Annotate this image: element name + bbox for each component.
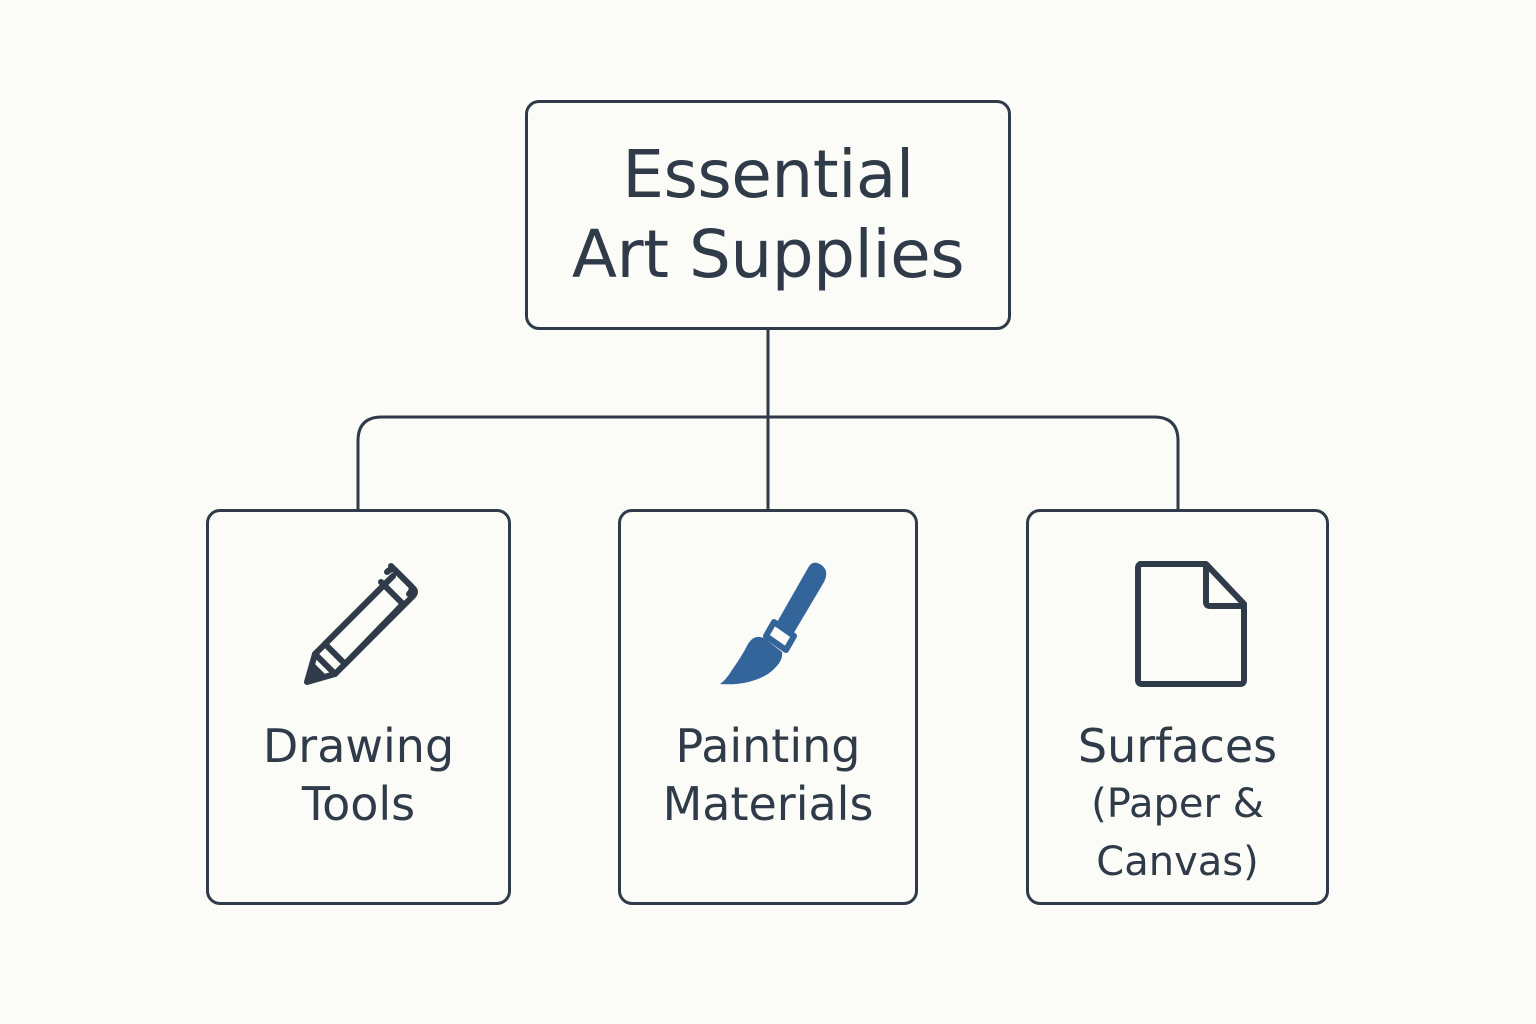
label-painting-materials: Painting Materials xyxy=(621,717,915,833)
label-line: (Paper & xyxy=(1091,781,1264,827)
label-line: Painting xyxy=(675,719,861,773)
node-surfaces-paper-canvas: Surfaces (Paper & Canvas) xyxy=(1026,509,1329,905)
document-icon xyxy=(1108,552,1248,692)
label-line: Materials xyxy=(662,777,874,831)
label-line: Drawing xyxy=(262,719,455,773)
label-line: Canvas) xyxy=(1096,839,1259,885)
label-line: Surfaces xyxy=(1077,719,1278,773)
root-node-essential-art-supplies: Essential Art Supplies xyxy=(525,100,1011,330)
label-surfaces: Surfaces (Paper & Canvas) xyxy=(1029,717,1326,891)
label-drawing-tools: Drawing Tools xyxy=(209,717,508,833)
node-drawing-tools: Drawing Tools xyxy=(206,509,511,905)
root-title-line-2: Art Supplies xyxy=(571,216,965,293)
node-painting-materials: Painting Materials xyxy=(618,509,918,905)
root-title-line-1: Essential xyxy=(622,136,914,213)
label-line: Tools xyxy=(301,777,416,831)
pencil-icon xyxy=(289,552,429,692)
paintbrush-icon xyxy=(698,552,838,692)
